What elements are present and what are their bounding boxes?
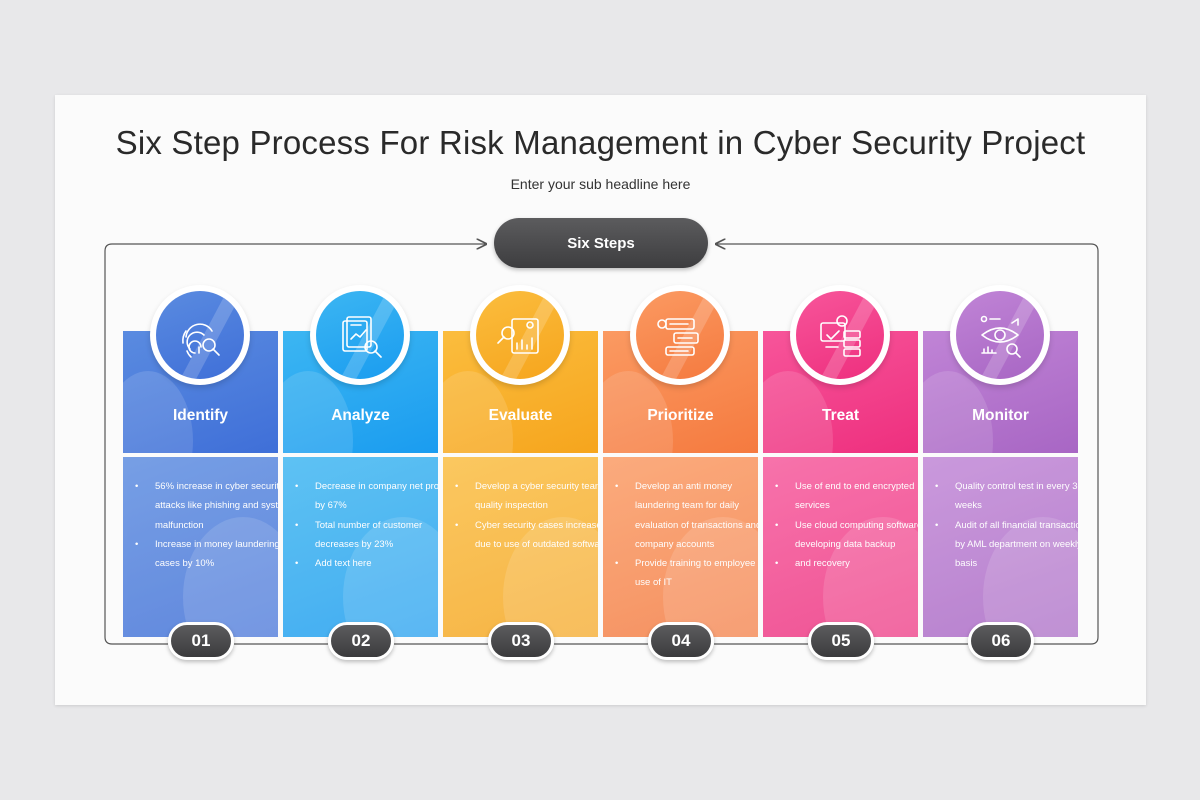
priority-list-icon bbox=[657, 318, 699, 356]
step-bullet-item: Develop an anti money laundering team fo… bbox=[615, 477, 758, 554]
fingerprint-search-icon bbox=[182, 323, 220, 358]
step-number-badge: 04 bbox=[648, 622, 714, 660]
step-icon-circle bbox=[470, 285, 570, 385]
six-steps-pill: Six Steps bbox=[494, 218, 708, 268]
step-bullet-item: Increase in money laundering cases by 10… bbox=[135, 535, 278, 574]
document-analysis-icon bbox=[342, 316, 382, 358]
step-card-analyze: AnalyzeDecrease in company net profit by… bbox=[283, 285, 438, 637]
step-number-badge: 06 bbox=[968, 622, 1034, 660]
step-bullet-item: Total number of customer decreases by 23… bbox=[295, 516, 438, 555]
step-detail-panel: 56% increase in cyber security attacks l… bbox=[123, 457, 278, 637]
step-bullet-item: Use cloud computing software for develop… bbox=[775, 516, 918, 555]
page-subtitle: Enter your sub headline here bbox=[510, 176, 691, 192]
step-number-badge: 02 bbox=[328, 622, 394, 660]
report-evaluation-icon bbox=[497, 318, 539, 354]
step-card-treat: TreatUse of end to end encrypted service… bbox=[763, 285, 918, 637]
step-card-prioritize: PrioritizeDevelop an anti money launderi… bbox=[603, 285, 758, 637]
left-arrow-line bbox=[104, 244, 486, 645]
step-bullet-list: Develop an anti money laundering team fo… bbox=[613, 477, 758, 593]
step-card-evaluate: EvaluateDevelop a cyber security team fo… bbox=[443, 285, 598, 637]
step-number-badge: 05 bbox=[808, 622, 874, 660]
step-icon-circle bbox=[790, 285, 890, 385]
step-detail-panel: Use of end to end encrypted servicesUse … bbox=[763, 457, 918, 637]
step-bullet-item: Use of end to end encrypted services bbox=[775, 477, 918, 516]
step-bullet-list: Quality control test in every 3-5 weeksA… bbox=[933, 477, 1078, 573]
step-bullet-list: 56% increase in cyber security attacks l… bbox=[133, 477, 278, 573]
step-icon-circle bbox=[150, 285, 250, 385]
step-detail-panel: Develop an anti money laundering team fo… bbox=[603, 457, 758, 637]
step-icon-circle bbox=[630, 285, 730, 385]
step-bullet-item: Cyber security cases increases due to us… bbox=[455, 516, 598, 555]
step-name: Prioritize bbox=[647, 407, 714, 424]
secure-server-icon bbox=[820, 315, 861, 357]
step-bullet-item: Provide training to employee for use of … bbox=[615, 554, 758, 593]
step-bullet-item: 56% increase in cyber security attacks l… bbox=[135, 477, 278, 535]
step-detail-panel: Develop a cyber security team for qualit… bbox=[443, 457, 598, 637]
step-name: Analyze bbox=[331, 407, 390, 424]
step-icon-circle bbox=[310, 285, 410, 385]
step-icon-circle bbox=[950, 285, 1050, 385]
monitoring-eye-icon bbox=[980, 315, 1021, 358]
step-bullet-list: Use of end to end encrypted servicesUse … bbox=[773, 477, 918, 574]
step-number-badge: 03 bbox=[488, 622, 554, 660]
step-number-badge: 01 bbox=[168, 622, 234, 660]
step-name: Evaluate bbox=[488, 407, 553, 424]
step-card-identify: Identify 56% increase in cyber security a… bbox=[123, 285, 278, 637]
page-title: Six Step Process For Risk Management in … bbox=[115, 124, 1086, 161]
step-name: Treat bbox=[821, 407, 860, 424]
step-detail-panel: Decrease in company net profit by 67%Tot… bbox=[283, 457, 438, 637]
step-detail-panel: Quality control test in every 3-5 weeksA… bbox=[923, 457, 1078, 637]
step-bullet-item: Audit of all financial transaction by AM… bbox=[935, 516, 1078, 574]
step-bullet-item: Decrease in company net profit by 67% bbox=[295, 477, 438, 516]
step-bullet-item: and recovery bbox=[775, 554, 918, 574]
right-arrow-line bbox=[716, 244, 1099, 645]
step-bullet-item: Quality control test in every 3-5 weeks bbox=[935, 477, 1078, 516]
step-name: Identify bbox=[172, 407, 229, 424]
step-card-monitor: MonitorQuality control test in every 3-5… bbox=[923, 285, 1078, 637]
step-bullet-list: Decrease in company net profit by 67%Tot… bbox=[293, 477, 438, 574]
step-bullet-list: Develop a cyber security team for qualit… bbox=[453, 477, 598, 554]
slide: Six Step Process For Risk Management in … bbox=[55, 95, 1146, 705]
connector-frame bbox=[104, 95, 1099, 645]
step-name: Monitor bbox=[972, 407, 1029, 424]
step-bullet-item: Add text here bbox=[295, 554, 438, 574]
step-bullet-item: Develop a cyber security team for qualit… bbox=[455, 477, 598, 516]
step-header-panel: Treat bbox=[763, 331, 918, 453]
